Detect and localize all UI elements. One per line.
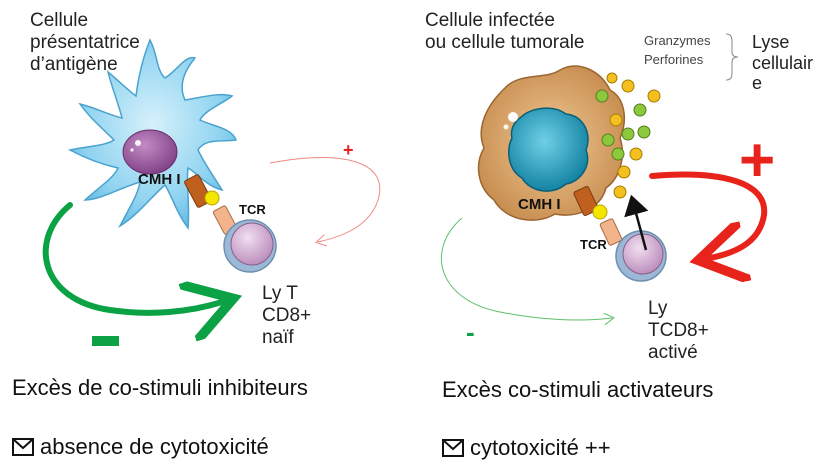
- weak-inhibitory-arrow: [440, 217, 612, 320]
- diagram-canvas: [42, 33, 768, 346]
- mhc-tcr-complex-left: [184, 174, 238, 235]
- mhc-tcr-complex-right: [573, 185, 623, 246]
- big-plus: +: [739, 126, 776, 195]
- lysis-bracket: [725, 33, 739, 81]
- left-caption-line1: Excès de co-stimuli inhibiteurs: [12, 375, 308, 400]
- tumor-cell-title: Cellule infectée ou cellule tumorale: [425, 10, 585, 53]
- tcr-label-right: TCR: [580, 237, 607, 252]
- tcr-label-left: TCR: [239, 202, 266, 217]
- tumor-cell: [477, 65, 626, 221]
- envelope-icon: [442, 438, 464, 457]
- weak-activation-arrow: [269, 157, 381, 242]
- right-caption-line1: Excès co-stimuli activateurs: [442, 377, 714, 402]
- inhibitory-arrow: [42, 202, 222, 313]
- left-caption-line2: absence de cytotoxicité: [40, 433, 269, 459]
- left-caption-line2-row: absence de cytotoxicité: [12, 404, 269, 461]
- mhc-label-left: CMH I: [138, 171, 181, 188]
- granzymes-label: Granzymes: [644, 33, 711, 48]
- apc-title: Cellule présentatrice d’antigène: [30, 10, 140, 75]
- release-arrow: [624, 194, 649, 251]
- perforines-label: Perforines: [644, 52, 704, 67]
- small-plus: +: [343, 140, 354, 160]
- big-minus-left: [92, 336, 119, 346]
- envelope-icon: [12, 437, 34, 456]
- right-caption-line2-row: cytotoxicité ++: [442, 405, 611, 462]
- activated-t-cell: [615, 230, 667, 282]
- activated-lymphocyte-label: Ly TCD8+ activé: [648, 298, 709, 363]
- naive-lymphocyte-label: Ly T CD8+ naïf: [262, 283, 312, 348]
- lysis-label: Lyse cellulair e: [752, 32, 814, 94]
- dendritic-cell: [67, 38, 237, 231]
- granules: [595, 72, 661, 199]
- mhc-label-right: CMH I: [518, 196, 561, 213]
- right-caption-line2: cytotoxicité ++: [470, 434, 611, 460]
- naive-t-cell: [223, 219, 277, 273]
- small-minus: -: [466, 317, 475, 347]
- activation-arrow: [649, 171, 768, 258]
